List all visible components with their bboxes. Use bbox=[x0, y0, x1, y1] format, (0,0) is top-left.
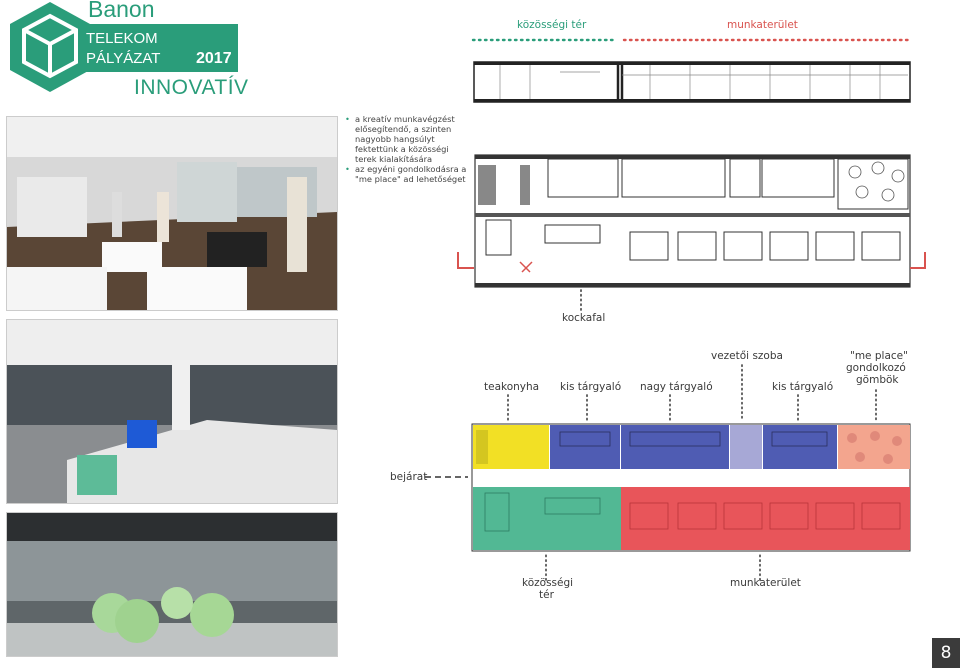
label-me-place: "me place" bbox=[850, 350, 908, 362]
bullet-item: a kreatív munkavégzést elősegítendő, a s… bbox=[345, 114, 470, 164]
photo-me-place bbox=[6, 512, 338, 657]
label-kozossegi: közösségi bbox=[522, 577, 574, 589]
label-nagy-targyalo: nagy tárgyaló bbox=[640, 381, 713, 393]
photo-workspace bbox=[6, 319, 338, 504]
logo-tagline: INNOVATÍV bbox=[134, 76, 249, 99]
label-kockafal: kockafal bbox=[562, 312, 606, 324]
label-gondolkozo: gondolkozó bbox=[846, 362, 906, 374]
label-ter: tér bbox=[539, 589, 554, 601]
page-number: 8 bbox=[932, 638, 960, 668]
header-munkaterulet: munkaterület bbox=[727, 19, 798, 31]
label-vezetoi-szoba: vezetői szoba bbox=[711, 350, 783, 362]
bullet-list: a kreatív munkavégzést elősegítendő, a s… bbox=[345, 114, 470, 184]
bullet-item: az egyéni gondolkodásra a "me place" ad … bbox=[345, 164, 470, 184]
label-gombok: gömbök bbox=[856, 374, 899, 386]
label-teakonyha: teakonyha bbox=[484, 381, 540, 393]
photo-lounge bbox=[6, 116, 338, 311]
label-kis-targyalo-1: kis tárgyaló bbox=[560, 381, 622, 393]
header-kozossegi-ter: közösségi tér bbox=[517, 19, 587, 31]
label-munkaterulet: munkaterület bbox=[730, 577, 801, 589]
logo-line1: TELEKOM bbox=[86, 30, 158, 47]
logo: Banon TELEKOM PÁLYÁZAT 2017 INNOVATÍV bbox=[6, 0, 248, 100]
label-bejarat: bejárat bbox=[390, 471, 428, 483]
logo-year: 2017 bbox=[196, 50, 232, 67]
brand-name: Banon bbox=[88, 0, 155, 22]
logo-line2: PÁLYÁZAT bbox=[86, 50, 161, 67]
label-kis-targyalo-2: kis tárgyaló bbox=[772, 381, 834, 393]
